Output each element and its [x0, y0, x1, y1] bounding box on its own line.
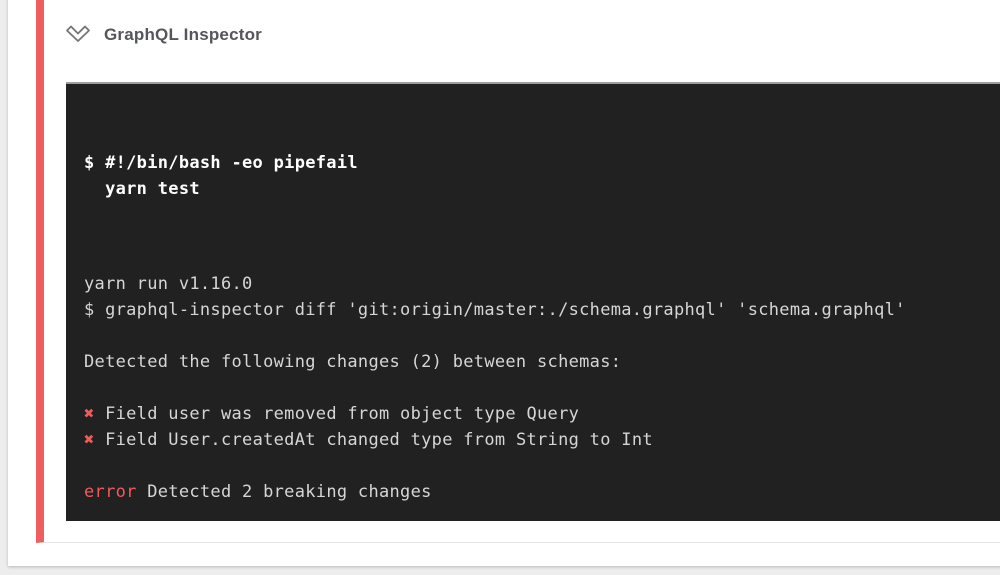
terminal-text-segment: error [84, 482, 137, 502]
terminal-command-line: $ #!/bin/bash -eo pipefail [84, 153, 358, 173]
terminal-output: $ #!/bin/bash -eo pipefail yarn test yar… [66, 82, 1000, 521]
terminal-text-segment: ✖ [84, 430, 95, 450]
step-title: GraphQL Inspector [104, 25, 263, 44]
terminal-output-line [84, 453, 1000, 479]
terminal-output-line: error Detected 2 breaking changes [84, 479, 1000, 505]
terminal-output-line [84, 323, 1000, 349]
terminal-output-block: yarn run v1.16.0 $ graphql-inspector diff… [84, 271, 1000, 521]
terminal-command-line: yarn test [84, 179, 200, 199]
terminal-output-line: ✖ Field user was removed from object typ… [84, 401, 1000, 427]
chevron-down-icon[interactable] [65, 24, 91, 46]
terminal-output-line: yarn run v1.16.0 [84, 271, 1000, 297]
terminal-command-block: $ #!/bin/bash -eo pipefail yarn test [84, 150, 1000, 202]
terminal-text-segment: Field user was removed from object type … [94, 404, 580, 424]
build-step-card: GraphQL Inspector $ #!/bin/bash -eo pipe… [8, 0, 1000, 566]
terminal-text-segment: $ graphql-inspector diff 'git:origin/mas… [84, 300, 906, 320]
terminal-output-line [84, 505, 1000, 521]
failed-step-section: GraphQL Inspector $ #!/bin/bash -eo pipe… [36, 0, 1000, 543]
terminal-output-line [84, 375, 1000, 401]
terminal-output-line: Detected the following changes (2) betwe… [84, 349, 1000, 375]
terminal-text-segment: Detected the following changes (2) betwe… [84, 352, 622, 372]
terminal-text-segment: Field User.createdAt changed type from S… [94, 430, 653, 450]
terminal-output-line: ✖ Field User.createdAt changed type from… [84, 427, 1000, 453]
terminal-text-segment: Detected 2 breaking changes [136, 482, 432, 502]
step-header[interactable]: GraphQL Inspector [44, 0, 1000, 46]
terminal-output-line: $ graphql-inspector diff 'git:origin/mas… [84, 297, 1000, 323]
terminal-text-segment: ✖ [84, 404, 95, 424]
terminal-text-segment: yarn run v1.16.0 [84, 274, 253, 294]
